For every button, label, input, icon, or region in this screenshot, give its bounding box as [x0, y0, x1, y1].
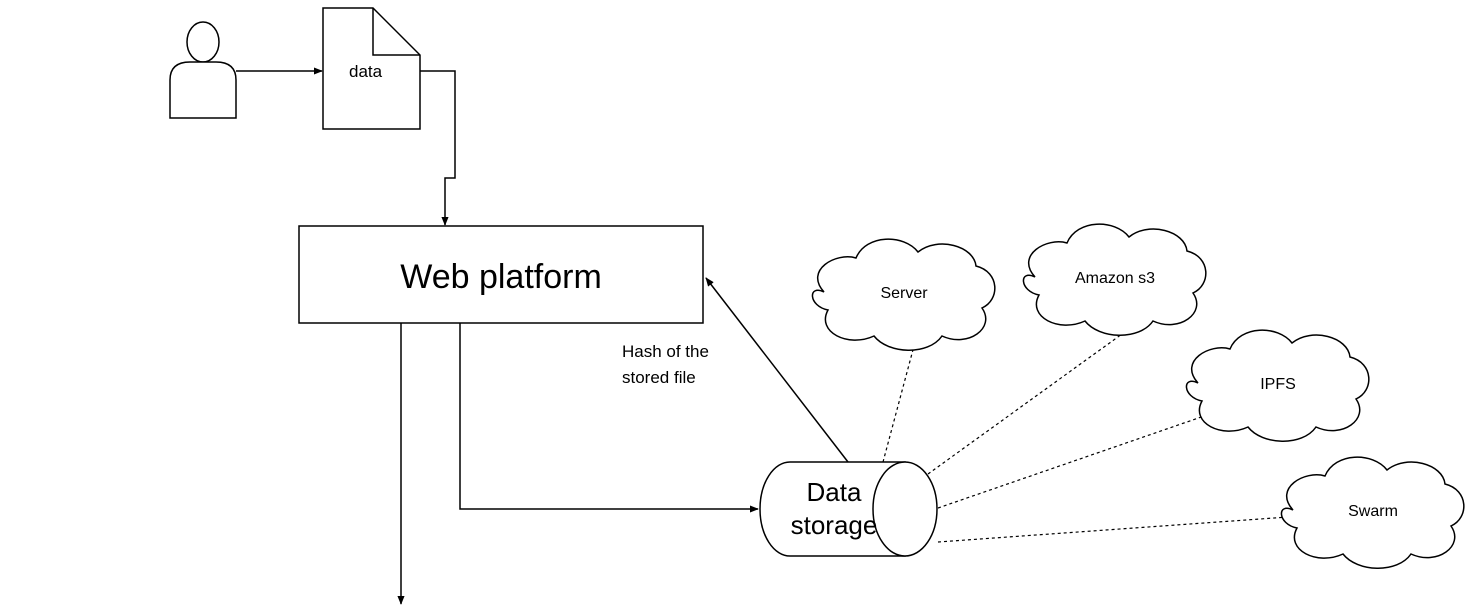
data-document: data [322, 7, 421, 130]
web-platform-box: Web platform [298, 225, 704, 324]
ipfs-label: IPFS [1260, 376, 1296, 393]
storage-label-line2: storage [791, 510, 878, 540]
amazon-s3-label: Amazon s3 [1075, 270, 1155, 287]
storage-label-line1: Data [807, 477, 862, 507]
hash-label-line2: stored file [622, 368, 696, 387]
storage-amazon-link [927, 333, 1123, 475]
storage-to-web-platform-arrow [705, 277, 849, 463]
storage-swarm-link [937, 515, 1303, 543]
storage-ipfs-link [937, 413, 1211, 509]
amazon-s3-cloud-icon: Amazon s3 [1022, 223, 1207, 336]
web-platform-label: Web platform [400, 258, 602, 296]
data-storage-cylinder: Data storage [759, 461, 938, 557]
hash-label-line1: Hash of the [622, 342, 709, 361]
data-to-web-platform-arrow [420, 70, 456, 226]
web-platform-to-storage-arrow [459, 323, 759, 513]
server-cloud-icon: Server [811, 238, 996, 351]
swarm-cloud-icon: Swarm [1280, 456, 1465, 569]
swarm-label: Swarm [1348, 503, 1398, 520]
storage-server-link [882, 345, 915, 463]
document-label: data [349, 62, 383, 81]
user-actor-icon [169, 21, 237, 119]
server-label: Server [880, 285, 928, 302]
ipfs-cloud-icon: IPFS [1185, 329, 1370, 442]
